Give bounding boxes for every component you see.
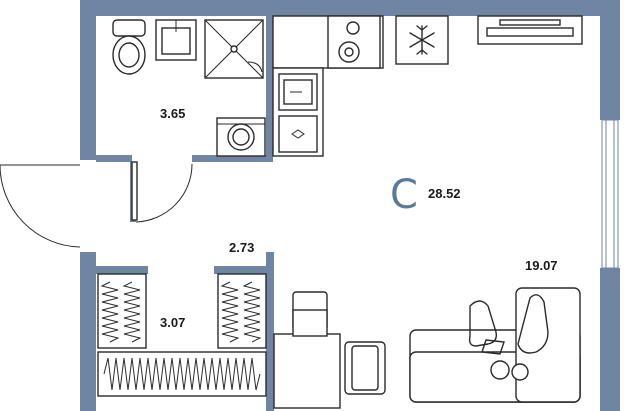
desk-icon	[273, 333, 341, 409]
sofa-icon	[409, 287, 581, 403]
wall-bath-kitchen	[266, 16, 273, 162]
room-area-living: 19.07	[525, 258, 558, 273]
chair-icon	[292, 291, 328, 337]
door-icon	[0, 161, 193, 248]
room-area-bathroom: 3.65	[160, 106, 185, 121]
window-icon	[601, 119, 619, 269]
washing-machine-icon	[216, 117, 266, 157]
apartment-type-letter: С	[390, 172, 418, 218]
sink-icon	[155, 19, 197, 61]
apartment-total-area: 28.52	[428, 186, 461, 201]
armchair-icon	[344, 341, 386, 395]
fridge-icon	[395, 15, 449, 65]
wall-bath-bottom-right	[192, 155, 272, 162]
wall-wardrobe-top-left	[96, 266, 148, 274]
shower-icon	[204, 19, 264, 79]
wall-top	[80, 0, 620, 16]
toilet-icon	[112, 19, 146, 75]
kitchen-sink-icon	[278, 73, 318, 153]
wall-left-upper	[80, 0, 96, 160]
wall-right-upper	[600, 0, 620, 120]
wall-left-lower	[80, 252, 96, 411]
stove-icon	[327, 15, 381, 69]
wall-right-lower	[600, 268, 620, 411]
wall-wardrobe-top-right	[214, 266, 274, 274]
room-area-wardrobe: 3.07	[160, 315, 185, 330]
wall-wardrobe-right	[266, 252, 274, 411]
wardrobe-icon	[97, 273, 267, 397]
tv-icon	[477, 15, 583, 45]
walls	[80, 0, 620, 411]
room-area-hall: 2.73	[229, 240, 254, 255]
wall-bath-bottom-left	[96, 155, 132, 162]
